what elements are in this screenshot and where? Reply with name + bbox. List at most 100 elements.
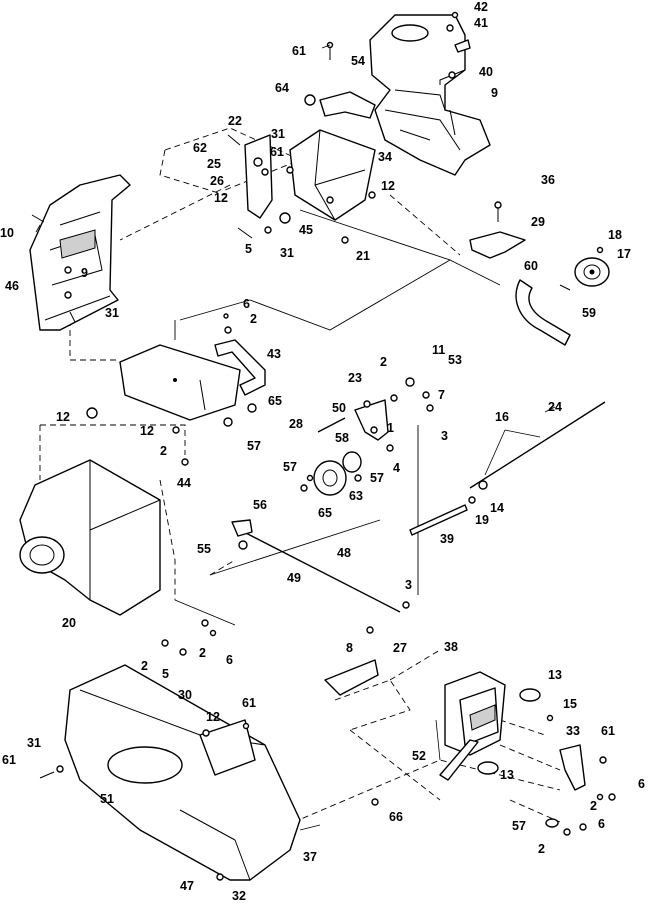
callout-44: 44: [177, 476, 191, 490]
rod-28: [317, 417, 346, 433]
callout-65-b: 65: [318, 506, 332, 520]
callout-50: 50: [332, 401, 346, 415]
callout-12: 12: [381, 179, 395, 193]
callout-63: 63: [349, 489, 363, 503]
callout-39: 39: [440, 532, 454, 546]
callout-45: 45: [299, 223, 313, 237]
callout-57-b: 57: [283, 460, 297, 474]
callout-31: 31: [271, 127, 285, 141]
callout-30: 30: [178, 688, 192, 702]
callout-55: 55: [197, 542, 211, 556]
hardware-bits: [31, 11, 616, 881]
callout-2-e: 2: [199, 646, 206, 660]
callout-48: 48: [337, 546, 351, 560]
bracket-29: [469, 231, 526, 259]
callout-18: 18: [608, 228, 622, 242]
callout-12-e: 12: [206, 710, 220, 724]
callout-14: 14: [490, 501, 504, 515]
callout-22: 22: [228, 114, 242, 128]
callout-57-c: 57: [370, 471, 384, 485]
engine-assembly: [369, 14, 491, 176]
callout-10: 10: [0, 226, 14, 240]
callout-15: 15: [563, 697, 577, 711]
callout-32: 32: [232, 889, 246, 903]
callout-17: 17: [617, 247, 631, 261]
callout-54: 54: [351, 54, 365, 68]
callout-61: 61: [292, 44, 306, 58]
callout-31-d: 31: [27, 736, 41, 750]
callout-31-c: 31: [280, 246, 294, 260]
callout-56: 56: [253, 498, 267, 512]
callout-47: 47: [180, 879, 194, 893]
callout-61-c: 61: [242, 696, 256, 710]
callout-59: 59: [582, 306, 596, 320]
callout-46: 46: [5, 279, 19, 293]
callout-1: 1: [387, 421, 394, 435]
callout-26: 26: [210, 174, 224, 188]
washer-13-top: [519, 688, 541, 702]
callout-9-b: 9: [81, 266, 88, 280]
callout-65: 65: [268, 394, 282, 408]
callout-58: 58: [335, 431, 349, 445]
callout-49: 49: [287, 571, 301, 585]
callout-38: 38: [444, 640, 458, 654]
callout-11: 11: [432, 343, 445, 357]
callout-37: 37: [303, 850, 317, 864]
callout-21: 21: [356, 249, 370, 263]
callout-12-b: 12: [214, 191, 228, 205]
callout-60: 60: [524, 259, 538, 273]
callout-61-d: 61: [2, 753, 16, 767]
callout-12-c: 12: [56, 410, 70, 424]
callout-23: 23: [348, 371, 362, 385]
callout-61-e: 61: [601, 724, 615, 738]
callout-20: 20: [62, 616, 76, 630]
callout-33: 33: [566, 724, 580, 738]
callout-61-b: 61: [270, 145, 284, 159]
callout-labels: 1 2 3 4 5 6 7 8 9 10 11 12 13 14 15 16 1…: [0, 0, 631, 903]
callout-16: 16: [495, 410, 509, 424]
shaft-24: [469, 401, 606, 489]
callout-27: 27: [393, 641, 407, 655]
top-bracket: [289, 129, 376, 221]
callout-28: 28: [289, 417, 303, 431]
callout-6-c: 6: [638, 777, 645, 791]
callout-43: 43: [267, 347, 281, 361]
callout-3: 3: [441, 429, 448, 443]
callout-34: 34: [378, 150, 392, 164]
callout-57: 57: [247, 439, 261, 453]
callout-57-d: 57: [512, 819, 526, 833]
callout-8: 8: [346, 641, 353, 655]
lever-43: [214, 339, 266, 396]
rod-48: [239, 529, 401, 613]
callout-36: 36: [541, 173, 555, 187]
callout-5-b: 5: [245, 242, 252, 256]
callout-64: 64: [275, 81, 289, 95]
callout-42: 42: [474, 0, 488, 14]
callout-40: 40: [479, 65, 493, 79]
callout-5: 5: [162, 667, 169, 681]
callout-13: 13: [548, 668, 562, 682]
callout-2: 2: [380, 355, 387, 369]
gearbox-38: [444, 671, 506, 756]
leader-lines: [35, 44, 556, 761]
washer-13-bottom: [477, 761, 499, 775]
pulley-63: [313, 451, 362, 496]
callout-2-g: 2: [538, 842, 545, 856]
lever-33: [559, 744, 586, 791]
callout-62: 62: [193, 141, 207, 155]
callout-9: 9: [491, 86, 498, 100]
callout-6-b: 6: [243, 297, 250, 311]
callout-24: 24: [548, 400, 562, 414]
callout-12-d: 12: [140, 424, 154, 438]
callout-53: 53: [448, 353, 462, 367]
assembly-guide-lines: [39, 127, 561, 831]
callout-2-d: 2: [141, 659, 148, 673]
lower-cover: [64, 664, 301, 881]
callout-6: 6: [226, 653, 233, 667]
rod-39: [409, 504, 468, 536]
bracket-54: [319, 91, 376, 119]
lever-assembly: [244, 134, 273, 219]
callout-66: 66: [389, 810, 403, 824]
callout-52: 52: [412, 749, 426, 763]
